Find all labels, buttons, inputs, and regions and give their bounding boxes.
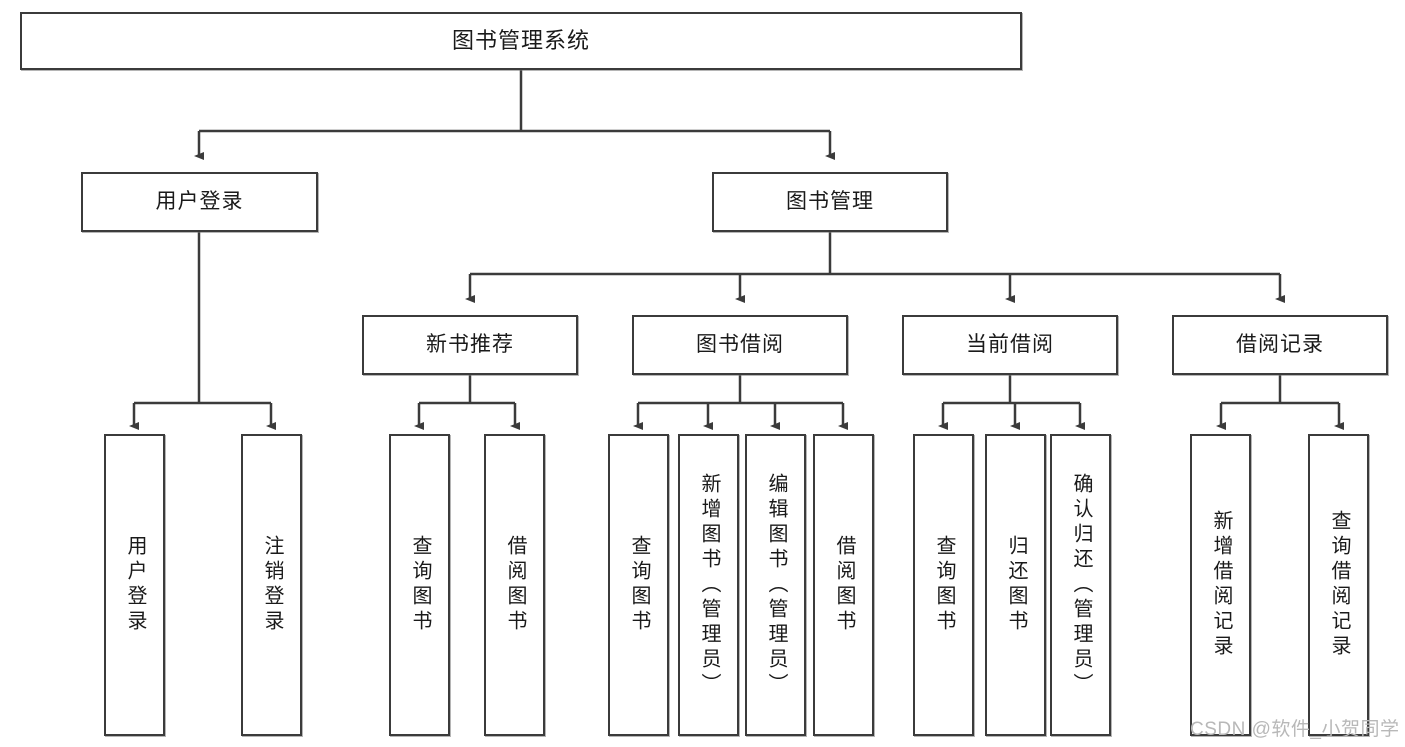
node-label: 图书管理系统 [451,27,590,53]
node-label: 用户登录 [155,190,244,214]
node-label: 注销登录 [261,535,283,635]
node-label: 确认归还（管理员） [1070,472,1092,698]
csdn-watermark: CSDN @软件_小贺同学 [1190,719,1400,740]
node-label: 查询图书 [628,535,650,635]
node-book-borrow[interactable]: 图书借阅 [632,315,848,375]
node-borrow-record[interactable]: 借阅记录 [1172,315,1388,375]
node-user-login[interactable]: 用户登录 [81,172,318,232]
node-label: 借阅图书 [833,535,855,635]
leaf-borrow-edit-book[interactable]: 编辑图书（管理员） [745,434,806,736]
node-root-system[interactable]: 图书管理系统 [20,12,1022,70]
node-new-book-recommend[interactable]: 新书推荐 [362,315,578,375]
leaf-borrow-add-book[interactable]: 新增图书（管理员） [678,434,739,736]
node-label: 新增图书（管理员） [698,472,720,698]
node-label: 新书推荐 [426,333,514,357]
leaf-user-logout[interactable]: 注销登录 [241,434,302,736]
leaf-record-query[interactable]: 查询借阅记录 [1308,434,1369,736]
leaf-recommend-query-book[interactable]: 查询图书 [389,434,450,736]
node-label: 图书管理 [786,190,874,214]
node-label: 查询图书 [409,535,431,635]
leaf-record-add[interactable]: 新增借阅记录 [1190,434,1251,736]
leaf-current-return-book[interactable]: 归还图书 [985,434,1046,736]
node-label: 归还图书 [1005,535,1027,635]
leaf-user-login[interactable]: 用户登录 [104,434,165,736]
node-label: 查询借阅记录 [1328,510,1350,660]
node-label: 编辑图书（管理员） [765,472,787,698]
node-label: 借阅图书 [504,535,526,635]
leaf-borrow-borrow-book[interactable]: 借阅图书 [813,434,874,736]
node-label: 借阅记录 [1236,333,1324,357]
node-label: 当前借阅 [966,333,1054,357]
leaf-current-confirm-return[interactable]: 确认归还（管理员） [1050,434,1111,736]
node-current-borrow[interactable]: 当前借阅 [902,315,1118,375]
node-book-management[interactable]: 图书管理 [712,172,948,232]
node-label: 新增借阅记录 [1210,510,1232,660]
leaf-current-query-book[interactable]: 查询图书 [913,434,974,736]
leaf-borrow-query-book[interactable]: 查询图书 [608,434,669,736]
node-label: 用户登录 [124,535,146,635]
leaf-recommend-borrow-book[interactable]: 借阅图书 [484,434,545,736]
node-label: 图书借阅 [696,333,784,357]
node-label: 查询图书 [933,535,955,635]
